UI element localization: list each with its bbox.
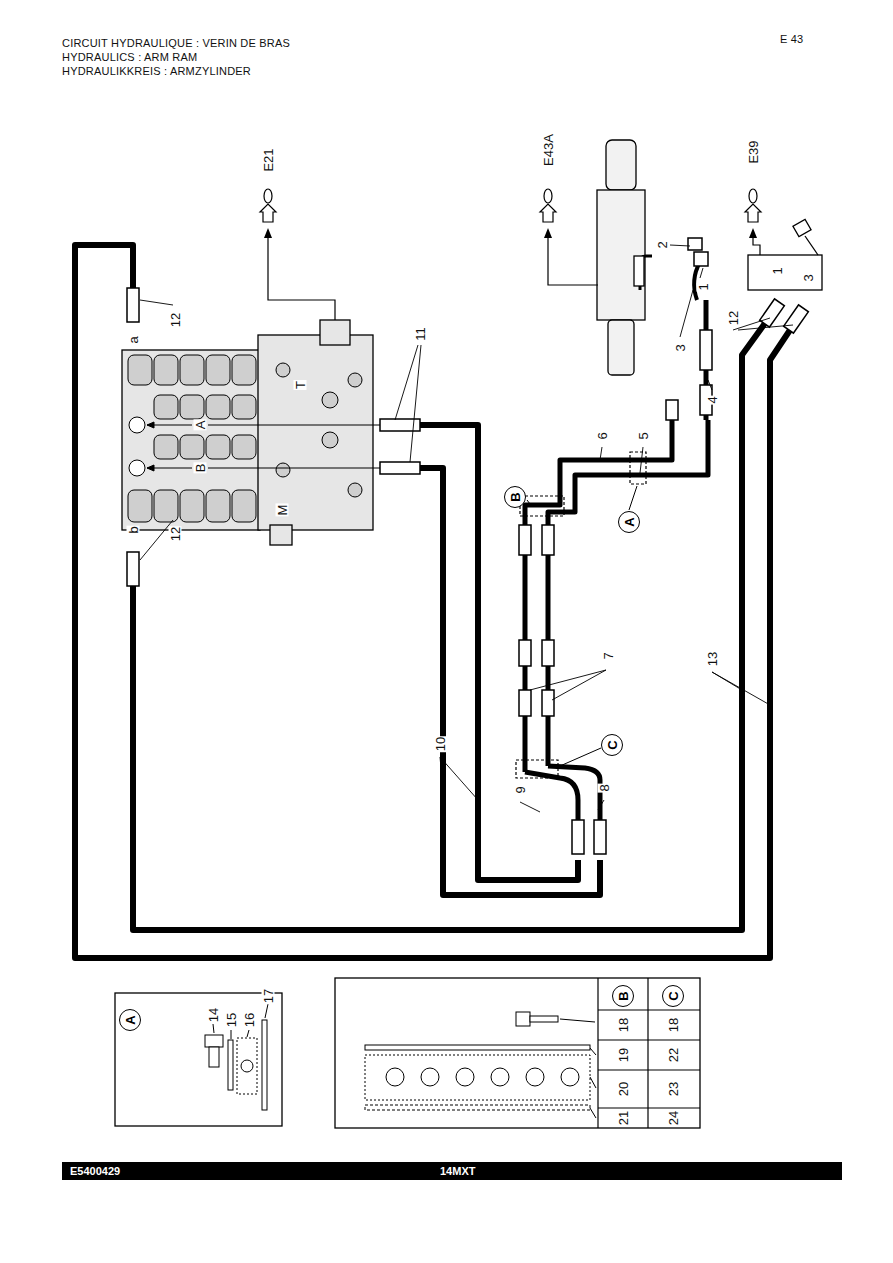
- callout-number: 23: [667, 1081, 680, 1097]
- callout-number: 14: [207, 1007, 220, 1023]
- reference-letter: B: [509, 492, 522, 501]
- callout-number: E21: [262, 147, 275, 172]
- reference-letter: B: [617, 991, 630, 1000]
- callout-number: 1: [697, 282, 710, 291]
- callout-number: E39: [747, 139, 760, 164]
- callout-number: 16: [243, 1012, 256, 1028]
- callout-number: 24: [667, 1110, 680, 1126]
- reference-circle: C: [662, 985, 684, 1007]
- callout-number: 8: [598, 783, 611, 792]
- callout-number: 12: [727, 310, 740, 326]
- heading-line: E 43: [780, 34, 803, 45]
- callout-number: A: [194, 420, 207, 431]
- callout-number: 18: [617, 1017, 630, 1033]
- callout-number: M: [276, 504, 289, 517]
- callout-number: 22: [667, 1047, 680, 1063]
- callout-number: 18: [667, 1017, 680, 1033]
- callout-number: 9: [514, 785, 527, 794]
- footer-code: 14MXT: [440, 1166, 475, 1177]
- callout-number: 10: [434, 736, 447, 752]
- callout-number: 12: [169, 312, 182, 328]
- callout-number: 11: [414, 326, 427, 342]
- heading-line: HYDRAULICS : ARM RAM: [62, 52, 197, 63]
- callout-number: 4: [706, 395, 719, 404]
- callout-number: a: [127, 335, 140, 344]
- reference-circle: A: [119, 1009, 141, 1031]
- reference-letter: A: [623, 517, 636, 526]
- reference-circle: B: [504, 486, 526, 508]
- reference-letter: C: [667, 991, 680, 1000]
- callout-number: 3: [802, 273, 815, 282]
- callout-number: B: [194, 463, 207, 474]
- diagram-title: CIRCUIT HYDRAULIQUE : VERIN DE BRAS: [62, 38, 290, 49]
- callout-number: b: [127, 525, 140, 534]
- callout-number: 5: [637, 431, 650, 440]
- reference-letter: A: [124, 1015, 137, 1024]
- callout-number: 21: [617, 1110, 630, 1126]
- reference-letter: C: [606, 740, 619, 749]
- callout-number: 20: [617, 1081, 630, 1097]
- callout-number: 1: [771, 266, 784, 275]
- callout-number: 17: [262, 988, 275, 1004]
- heading-line: HYDRAULIKKREIS : ARMZYLINDER: [62, 66, 251, 77]
- reference-circle: A: [618, 511, 640, 533]
- reference-circle: C: [601, 734, 623, 756]
- callout-number: 13: [706, 651, 719, 667]
- callout-number: 2: [656, 240, 669, 249]
- callout-number: 15: [225, 1012, 238, 1028]
- callout-number: 12: [169, 526, 182, 542]
- footer-code: E5400429: [70, 1166, 120, 1177]
- callout-number: E43A: [542, 133, 555, 167]
- callout-number: 19: [617, 1047, 630, 1063]
- callout-number: 6: [596, 431, 609, 440]
- reference-circle: B: [612, 985, 634, 1007]
- callout-number: T: [294, 380, 307, 390]
- callout-number: 3: [674, 343, 687, 352]
- callout-number: 7: [602, 651, 615, 660]
